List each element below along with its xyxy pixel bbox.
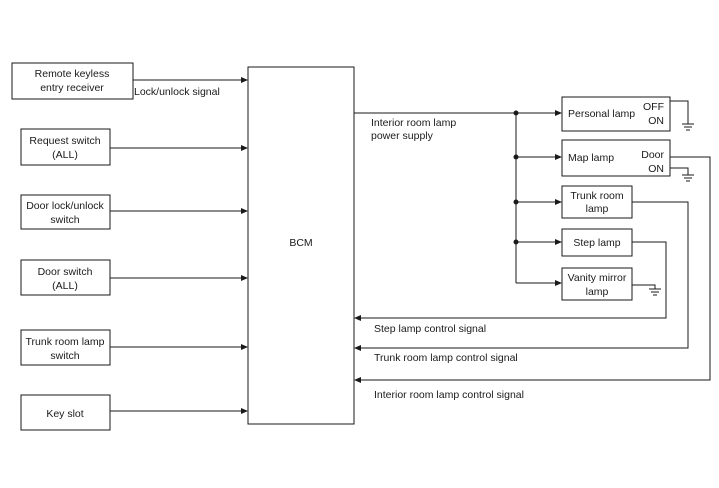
- door-lock-switch-label-2: switch: [50, 214, 79, 226]
- step-lamp-label: Step lamp: [573, 237, 620, 249]
- map-lamp-on-label: ON: [648, 163, 664, 175]
- arrow-head: [555, 154, 562, 160]
- step-lamp-box: Step lamp: [561, 228, 633, 257]
- arrow-head: [241, 145, 248, 151]
- interior-lamp-control-wire: [354, 156, 711, 383]
- bcm-label: BCM: [289, 237, 312, 249]
- trunk-lamp-switch-label-2: switch: [50, 350, 79, 362]
- arrow-head: [241, 408, 248, 414]
- vanity-lamp-label-2: lamp: [586, 286, 609, 298]
- trunk-lamp-switch-label-1: Trunk room lamp: [26, 336, 105, 348]
- personal-lamp-ground-symbol: [670, 100, 694, 131]
- personal-lamp-on-label: ON: [648, 115, 664, 127]
- arrow-head: [555, 199, 562, 205]
- arrow-head: [354, 377, 361, 383]
- trunk-lamp-control-wire: [354, 201, 689, 351]
- door-switch-label-2: (ALL): [52, 280, 78, 292]
- door-switch-label-1: Door switch: [38, 266, 93, 278]
- door-switch-box: Door switch (ALL): [20, 259, 111, 296]
- arrow-head: [241, 77, 248, 83]
- map-lamp-box: Map lamp Door ON: [561, 139, 671, 177]
- lock-unlock-signal-label: Lock/unlock signal: [134, 86, 220, 98]
- map-lamp-label: Map lamp: [568, 152, 614, 164]
- arrow-head: [241, 208, 248, 214]
- remote-keyless-label-1: Remote keyless: [35, 68, 110, 80]
- map-lamp-ground-symbol: [670, 167, 694, 182]
- arrow-head: [555, 239, 562, 245]
- arrow-head: [555, 110, 562, 116]
- key-slot-label: Key slot: [46, 408, 83, 420]
- power-supply-label-1: Interior room lamp: [371, 117, 456, 129]
- door-lock-switch-label-1: Door lock/unlock: [26, 200, 104, 212]
- vanity-lamp-label-1: Vanity mirror: [568, 272, 627, 284]
- trunk-room-lamp-box: Trunk room lamp: [561, 185, 633, 219]
- trunk-lamp-label-2: lamp: [586, 203, 609, 215]
- request-switch-box: Request switch (ALL): [20, 128, 111, 166]
- personal-lamp-label: Personal lamp: [568, 108, 635, 120]
- arrow-head: [354, 345, 361, 351]
- vanity-mirror-lamp-box: Vanity mirror lamp: [561, 267, 633, 301]
- bcm-box: BCM: [247, 66, 355, 425]
- junction-dot: [513, 110, 519, 116]
- arrow-head: [241, 275, 248, 281]
- remote-keyless-label-2: entry receiver: [40, 82, 104, 94]
- trunk-lamp-control-label: Trunk room lamp control signal: [374, 352, 518, 364]
- step-lamp-control-wire: [354, 241, 667, 321]
- trunk-lamp-label-1: Trunk room: [570, 190, 624, 202]
- personal-lamp-off-label: OFF: [643, 101, 664, 113]
- trunk-room-lamp-switch-box: Trunk room lamp switch: [20, 329, 111, 366]
- remote-keyless-entry-receiver-box: Remote keyless entry receiver: [11, 62, 134, 100]
- arrow-head: [241, 344, 248, 350]
- power-supply-bus: [354, 110, 562, 286]
- step-lamp-control-label: Step lamp control signal: [374, 323, 486, 335]
- request-switch-label-2: (ALL): [52, 149, 78, 161]
- power-supply-label-2: power supply: [371, 130, 434, 142]
- request-switch-label-1: Request switch: [29, 135, 100, 147]
- personal-lamp-box: Personal lamp OFF ON: [561, 96, 671, 132]
- input-wires: [110, 77, 248, 414]
- arrow-head: [354, 315, 361, 321]
- vanity-lamp-ground-symbol: [632, 284, 661, 296]
- map-lamp-door-label: Door: [641, 149, 664, 161]
- door-lock-unlock-switch-box: Door lock/unlock switch: [20, 194, 111, 230]
- arrow-head: [555, 280, 562, 286]
- interior-lamp-control-label: Interior room lamp control signal: [374, 389, 524, 401]
- key-slot-box: Key slot: [20, 394, 111, 431]
